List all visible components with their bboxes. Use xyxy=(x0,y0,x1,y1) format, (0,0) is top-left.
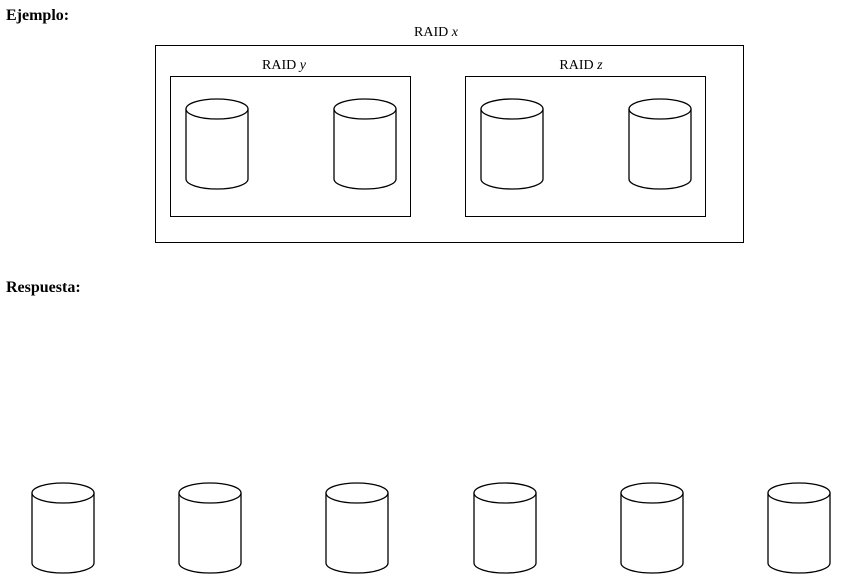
cylinder-disk-icon xyxy=(480,98,544,190)
raid-z-var: z xyxy=(597,58,603,73)
raid-y-label: RAID y xyxy=(262,58,306,74)
disk-icon xyxy=(480,98,544,190)
example-heading: Ejemplo: xyxy=(6,7,70,24)
raid-y-var: y xyxy=(299,58,306,73)
cylinder-disk-icon xyxy=(473,482,537,574)
raid-y-prefix: RAID xyxy=(262,58,297,73)
raid-x-label: RAID x xyxy=(414,25,458,41)
cylinder-disk-icon xyxy=(31,482,95,574)
raid-x-prefix: RAID xyxy=(414,25,449,40)
cylinder-disk-icon xyxy=(620,482,684,574)
raid-z-prefix: RAID xyxy=(559,58,594,73)
cylinder-disk-icon xyxy=(333,98,397,190)
raid-x-var: x xyxy=(451,25,458,40)
cylinder-disk-icon xyxy=(178,482,242,574)
disk-icon xyxy=(333,98,397,190)
cylinder-disk-icon xyxy=(628,98,692,190)
disk-icon xyxy=(473,482,537,574)
disk-icon xyxy=(325,482,389,574)
disk-icon xyxy=(767,482,831,574)
raid-y-box xyxy=(170,76,411,217)
disk-icon xyxy=(628,98,692,190)
disk-icon xyxy=(31,482,95,574)
disk-icon xyxy=(185,98,249,190)
cylinder-disk-icon xyxy=(325,482,389,574)
answer-heading: Respuesta: xyxy=(6,279,81,296)
cylinder-disk-icon xyxy=(185,98,249,190)
disk-icon xyxy=(620,482,684,574)
disk-icon xyxy=(178,482,242,574)
raid-x-box xyxy=(155,45,744,243)
raid-z-box xyxy=(465,76,706,217)
cylinder-disk-icon xyxy=(767,482,831,574)
raid-z-label: RAID z xyxy=(559,58,602,74)
